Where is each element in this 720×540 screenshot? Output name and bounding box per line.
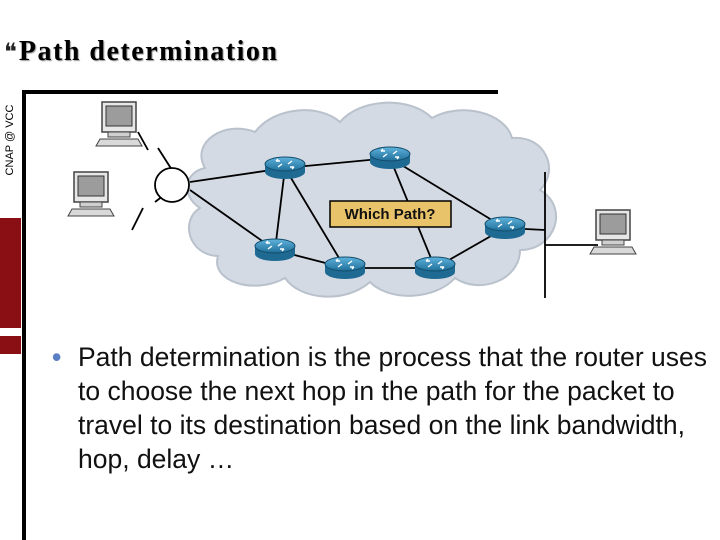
accent-block-upper [0,218,21,328]
router-icon [324,256,366,280]
title-row: ❝ Path determination [4,32,278,72]
which-path-label: Which Path? [345,206,436,223]
router-icon [264,156,306,180]
bullet-text: Path determination is the process that t… [78,342,707,474]
which-path-box [329,200,452,228]
router-icon [254,238,296,262]
network-diagram: Which Path? [67,101,637,298]
computer-icon [67,171,115,217]
computer-icon [95,101,143,147]
router-icon [414,256,456,280]
slide-title: Path determination [18,36,279,67]
side-label: CNAP @ VCC [4,104,16,176]
router-icon [484,216,526,240]
left-vertical-rule [22,90,26,540]
bullet-item: • Path determination is the process that … [52,340,712,476]
bullet-list: • Path determination is the process that … [52,340,712,476]
title-underline [22,90,498,94]
title-bullet: ❝ [4,38,17,66]
accent-block-lower [0,336,21,354]
bullet-dot: • [52,342,62,372]
router-icon [369,146,411,170]
computer-icon [589,209,637,255]
hub-icon [154,167,190,203]
